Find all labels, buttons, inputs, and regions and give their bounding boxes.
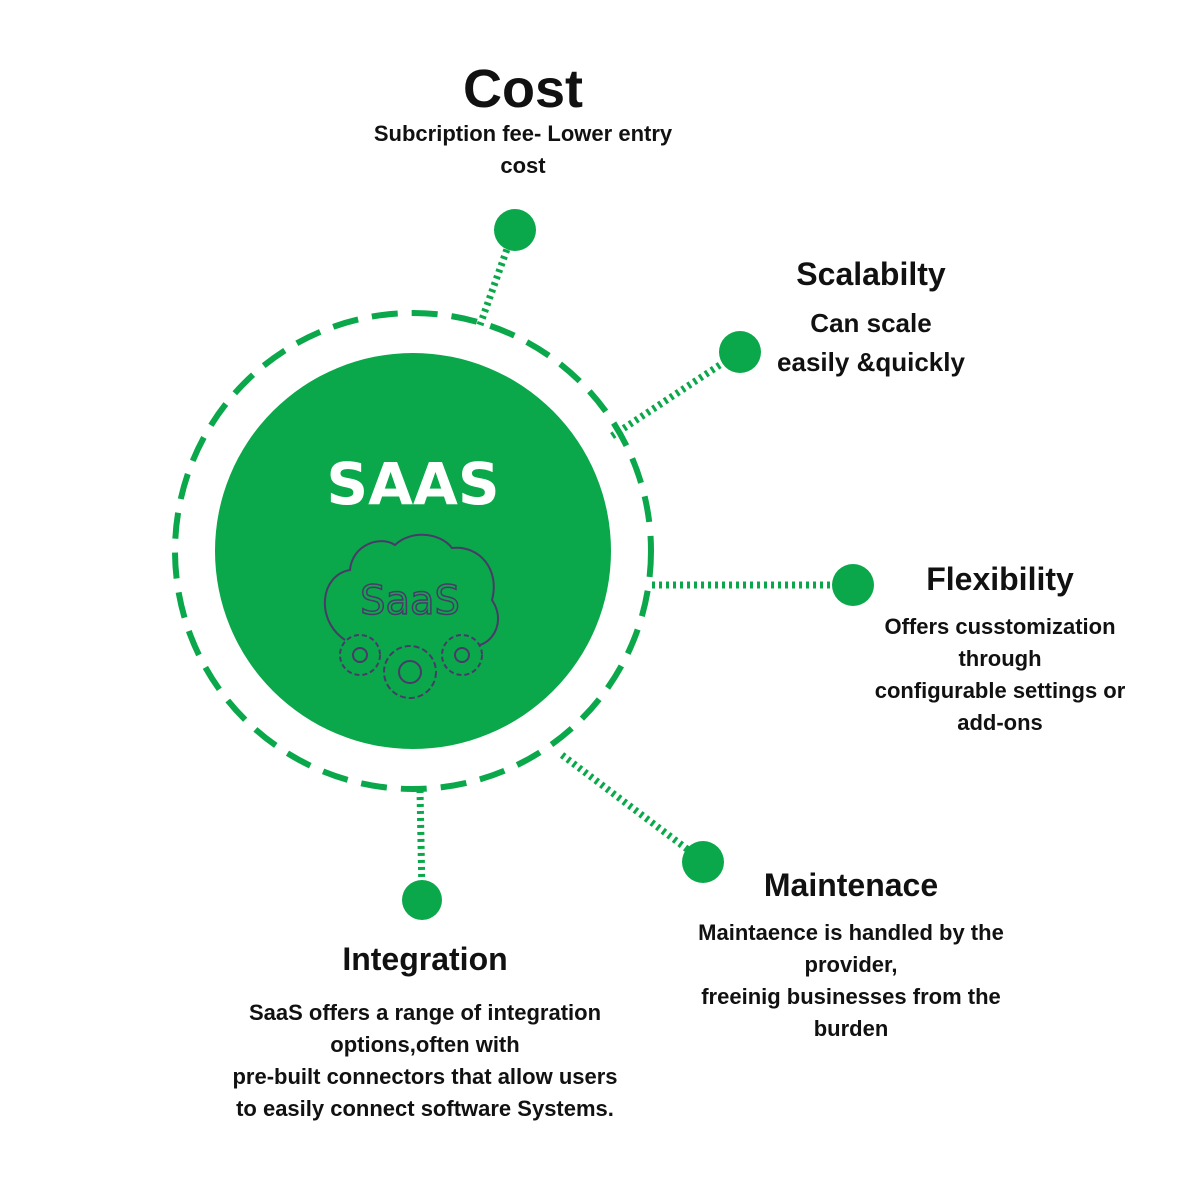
maintenance-title: Maintenace — [763, 867, 939, 903]
connector-integration — [416, 789, 426, 896]
scalability-title: Scalabilty — [796, 256, 946, 292]
description-line: Maintaence is handled by the — [698, 920, 1004, 945]
description-line: add-ons — [957, 710, 1043, 735]
flexibility-description: Offers cusstomization through configurab… — [875, 611, 1126, 739]
description-line: burden — [813, 1016, 889, 1041]
description-line: provider, — [804, 952, 898, 977]
description-line: SaaS offers a range of integration — [248, 1000, 602, 1025]
description-line: to easily connect software Systems. — [236, 1096, 614, 1121]
maintenance-description: Maintaence is handled by the provider, f… — [698, 917, 1004, 1045]
description-line: through — [958, 646, 1042, 671]
cloud-gears-icon: SaaS — [323, 533, 499, 699]
description-line: cost — [500, 153, 546, 178]
description-line: configurable settings or — [874, 678, 1126, 703]
connector-cost — [476, 233, 516, 327]
description-line: easily &quickly — [777, 347, 965, 377]
description-line: freeinig businesses from the — [701, 984, 1001, 1009]
node-dot-maintenance — [682, 841, 724, 883]
node-dot-flexibility — [832, 564, 874, 606]
connector-scalability — [610, 352, 737, 439]
description-line: pre-built connectors that allow users — [232, 1064, 618, 1089]
center-title: SAAS — [326, 450, 500, 518]
description-line: Can scale — [810, 308, 932, 338]
connector-maintenance — [559, 752, 698, 858]
description-line: Subcription fee- Lower entry — [373, 121, 673, 146]
icon-saas-label: SaaS — [360, 578, 460, 624]
scalability-description: Can scale easily &quickly — [777, 304, 965, 382]
node-dot-scalability — [719, 331, 761, 373]
integration-description: SaaS offers a range of integration optio… — [232, 997, 617, 1125]
flexibility-title: Flexibility — [926, 561, 1074, 597]
cost-description: Subcription fee- Lower entry cost — [374, 118, 672, 182]
description-line: Offers cusstomization — [884, 614, 1116, 639]
description-line: options,often with — [330, 1032, 520, 1057]
integration-title: Integration — [342, 941, 508, 977]
node-dot-integration — [402, 880, 442, 920]
node-dot-cost — [494, 209, 536, 251]
dashed-ring — [172, 310, 654, 792]
center-circle — [215, 353, 611, 749]
cost-title: Cost — [463, 59, 583, 119]
